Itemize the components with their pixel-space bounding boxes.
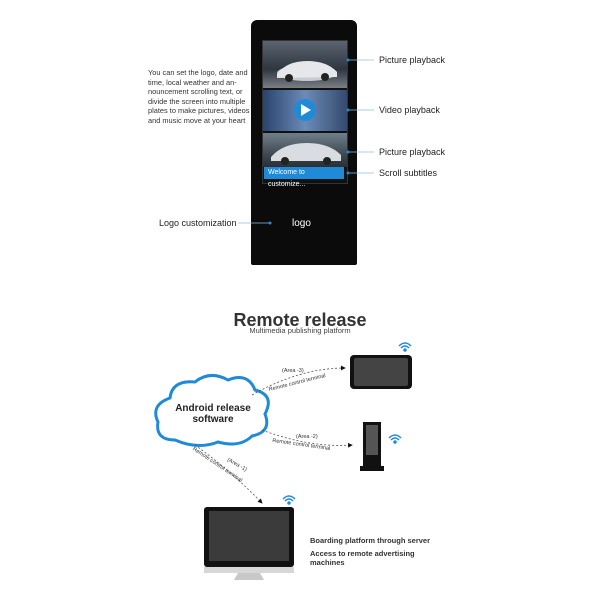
video-panel	[263, 90, 347, 131]
car-image-1	[277, 61, 337, 82]
scroll-subtitle-bar: Welcome to customize...	[264, 167, 344, 188]
cloud-label: Android release software	[175, 403, 251, 425]
landscape-display-icon	[350, 355, 412, 389]
area-3-label: (Area -3)	[282, 368, 304, 374]
picture-panel-1	[263, 41, 347, 88]
desktop-monitor-icon	[204, 507, 294, 580]
play-icon[interactable]	[263, 90, 347, 131]
standing-kiosk-icon	[360, 422, 384, 471]
feature-note: You can set the logo, date and time, loc…	[148, 68, 250, 125]
callout-lines	[238, 58, 374, 225]
picture-panel-2	[263, 133, 347, 167]
kiosk-logo: logo	[292, 218, 311, 229]
label-picture-playback-1: Picture playback	[379, 55, 446, 65]
kiosk-screen	[262, 40, 348, 184]
wifi-icon	[388, 434, 402, 444]
remote-release-title: Remote release	[233, 310, 367, 330]
label-logo-customization: Logo customization	[159, 218, 237, 228]
cloud-shape	[154, 374, 270, 447]
server-note: Boarding platform through server	[310, 536, 431, 545]
label-video-playback: Video playback	[379, 105, 440, 115]
access-note: Access to remote advertising machines	[310, 549, 415, 567]
wifi-icon	[282, 495, 296, 505]
label-scroll-subtitles: Scroll subtitles	[379, 168, 438, 178]
area-2-label: (Area -2)	[296, 434, 318, 440]
car-image-2	[271, 143, 341, 165]
label-picture-playback-2: Picture playback	[379, 147, 446, 157]
remote-release-subtitle: Multimedia publishing platform	[249, 326, 351, 335]
wifi-icon	[398, 342, 412, 352]
